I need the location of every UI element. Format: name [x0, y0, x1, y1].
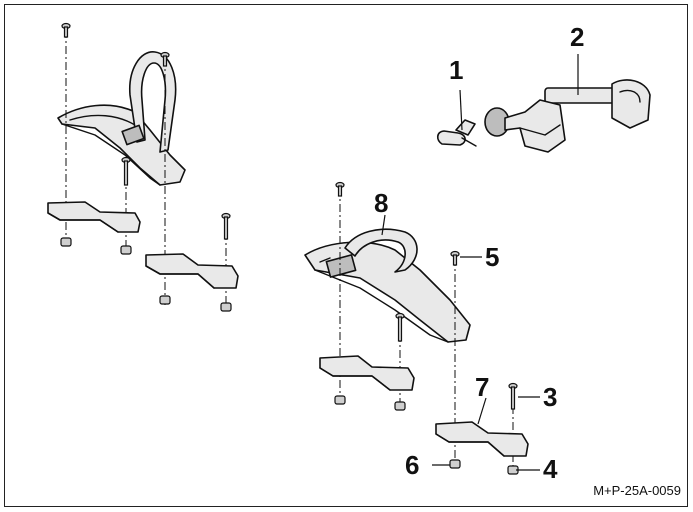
bolt-icon	[508, 382, 518, 410]
bolt-icon	[395, 312, 405, 342]
main-wheel-tray	[304, 228, 471, 343]
callout-leaders	[381, 54, 579, 471]
callout-5: 5	[485, 242, 500, 272]
bolt-icon	[450, 250, 460, 266]
nut-icon	[394, 401, 406, 411]
callout-6: 6	[405, 450, 420, 480]
bolt-icon	[121, 156, 131, 186]
nut-icon	[449, 459, 461, 469]
wing-bolt	[436, 119, 477, 147]
nut-icon	[159, 295, 171, 305]
left-wheel-tray	[57, 51, 186, 186]
nut-icon	[220, 302, 232, 312]
drawing-frame	[4, 4, 688, 507]
left-clamp-bracket-lower	[145, 253, 239, 289]
callout-3: 3	[543, 382, 558, 412]
main-tray-fasteners	[334, 181, 519, 475]
nut-icon	[120, 245, 132, 255]
main-clamp-bracket-upper	[319, 355, 415, 391]
clamp-arm	[484, 79, 651, 153]
bolt-icon	[160, 51, 170, 67]
main-clamp-bracket-lower	[435, 421, 529, 457]
left-clamp-bracket-upper	[47, 201, 141, 233]
nut-icon	[60, 237, 72, 247]
callout-8: 8	[374, 188, 389, 218]
nut-icon	[334, 395, 346, 405]
callout-1: 1	[449, 55, 464, 85]
bolt-icon	[61, 22, 71, 38]
bolt-icon	[335, 181, 345, 197]
callout-4: 4	[543, 454, 558, 484]
callout-7: 7	[475, 372, 490, 402]
left-tray-fasteners	[60, 22, 232, 312]
bolt-icon	[221, 212, 231, 240]
callout-2: 2	[570, 22, 585, 52]
drawing-reference-code: M+P-25A-0059	[593, 483, 681, 498]
